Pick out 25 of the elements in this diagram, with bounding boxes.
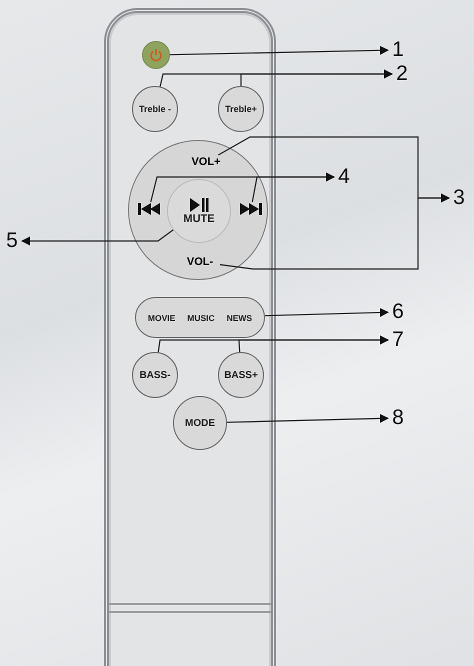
leader-arrow [21,229,174,246]
power-button [142,41,170,69]
leader-arrow [264,308,389,317]
button-label: VOL+ [186,155,226,169]
leader-arrow [240,70,393,86]
button-label: VOL- [180,255,220,269]
remote-control-body [104,8,276,666]
mode-button: MODE [173,396,227,450]
bass-down-button: BASS- [132,352,178,398]
leader-arrow [238,336,389,352]
leader-arrow [226,414,389,423]
leader-arrow [220,194,450,270]
callout-number: 6 [389,298,407,326]
treble-down-button: Treble - [132,86,178,132]
mode-select-button: MOVIE MUSIC NEWS [135,297,265,338]
treble-up-button: Treble+ [218,86,264,132]
play-mute-button: MUTE [167,179,231,243]
callout-number: 5 [3,227,21,255]
callout-number: 3 [450,184,468,212]
bass-up-button: BASS+ [218,352,264,398]
callout-number: 8 [389,404,407,432]
leader-arrow [252,172,335,202]
callout-number: 7 [389,326,407,354]
callout-number: 4 [335,163,353,191]
leader-arrow [170,46,389,56]
